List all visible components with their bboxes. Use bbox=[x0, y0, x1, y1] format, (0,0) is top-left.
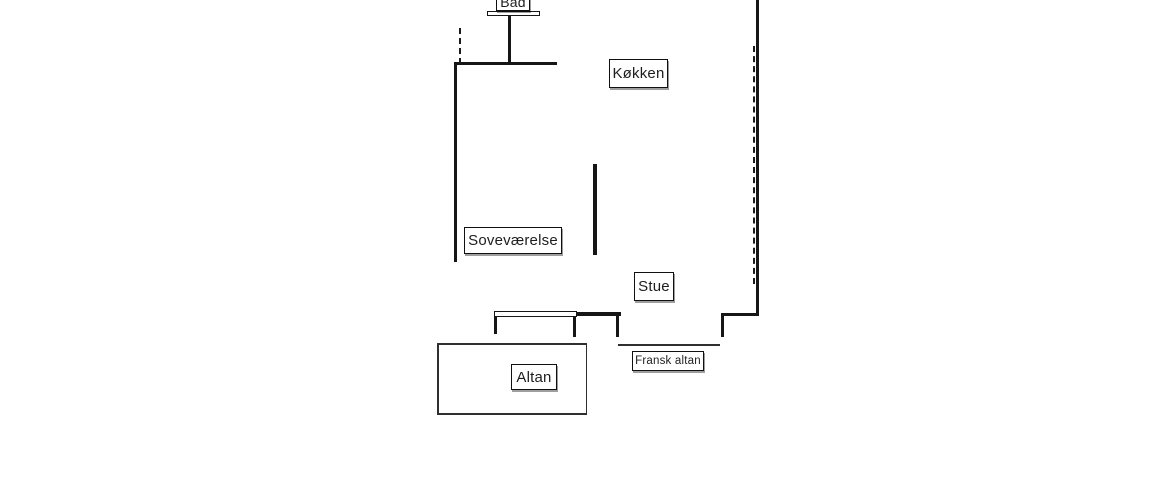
wall-segment-balcony-door-stub-mid bbox=[573, 317, 576, 337]
wall-segment-bottom-right-wall bbox=[722, 313, 759, 316]
wall-segment-bottom-right-stub bbox=[721, 313, 724, 337]
wall-segment-balcony-door-stub-left bbox=[494, 317, 497, 334]
thin-line-fransk-altan-rail bbox=[618, 344, 720, 346]
room-label-sovev-relse: Soveværelse bbox=[464, 227, 562, 254]
window-band-bedroom-south-window bbox=[494, 311, 577, 317]
room-label-k-kken: Køkken bbox=[609, 59, 668, 88]
thin-line-altan-top-edge bbox=[437, 343, 587, 345]
dashed-line-right-wall-hidden-edge bbox=[753, 46, 755, 284]
wall-segment-right-outer-wall bbox=[756, 0, 759, 316]
room-label-altan: Altan bbox=[511, 364, 557, 390]
thin-line-altan-bottom-edge bbox=[437, 413, 587, 415]
room-label-stue: Stue bbox=[634, 272, 674, 301]
wall-segment-french-door-stub-left bbox=[616, 314, 619, 337]
wall-segment-bad-right-wall bbox=[508, 14, 511, 65]
wall-segment-bedroom-left-wall bbox=[454, 62, 457, 262]
wall-segment-bottom-middle-wall bbox=[577, 312, 621, 316]
room-label-bad: Bad bbox=[496, 0, 530, 11]
thin-line-altan-left-edge bbox=[437, 343, 439, 414]
wall-segment-bedroom-stue-wall bbox=[593, 164, 597, 255]
window-band-bad-top-window bbox=[487, 11, 540, 16]
wall-segment-bedroom-top-wall bbox=[454, 62, 557, 65]
dashed-line-bad-hidden-edge bbox=[459, 28, 461, 64]
room-label-fransk-altan: Fransk altan bbox=[632, 351, 704, 371]
thin-line-altan-right-edge bbox=[585, 343, 587, 414]
